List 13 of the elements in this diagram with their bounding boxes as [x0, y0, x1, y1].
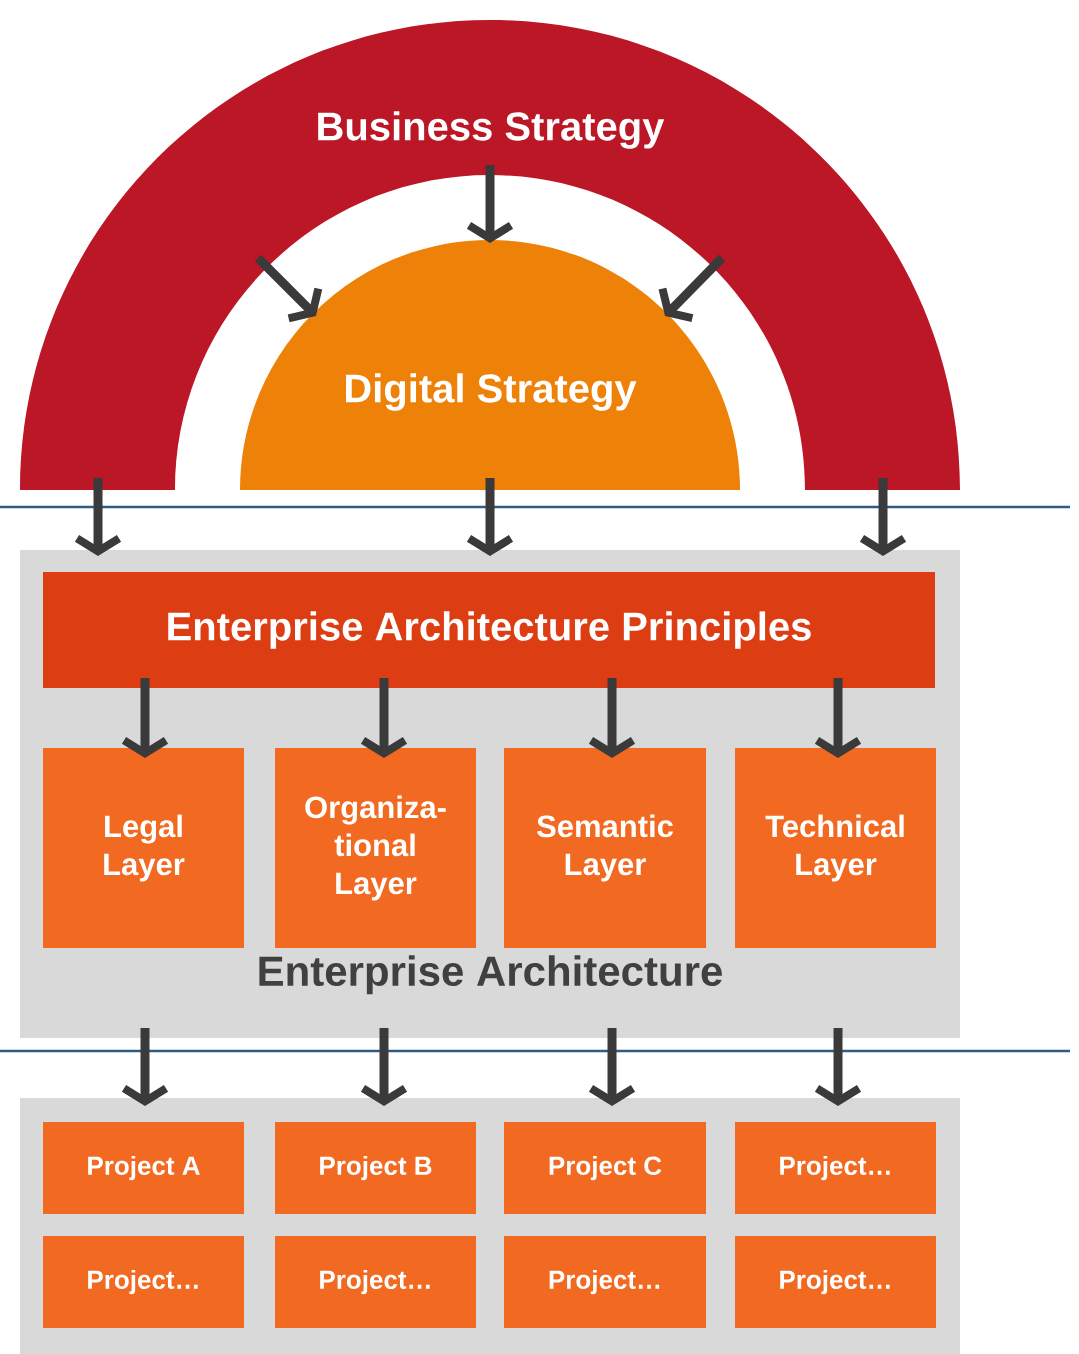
layer-box: Legal Layer — [43, 748, 244, 948]
layer-box: Technical Layer — [735, 748, 936, 948]
layer-box: Semantic Layer — [504, 748, 706, 948]
principles-bar: Enterprise Architecture Principles — [43, 572, 935, 688]
project-box: Project… — [43, 1236, 244, 1328]
project-box: Project C — [504, 1122, 706, 1214]
project-box: Project… — [275, 1236, 476, 1328]
project-box: Project A — [43, 1122, 244, 1214]
layer-box: Organiza- tional Layer — [275, 748, 476, 948]
project-box: Project… — [504, 1236, 706, 1328]
project-box: Project B — [275, 1122, 476, 1214]
project-box: Project… — [735, 1236, 936, 1328]
project-box: Project… — [735, 1122, 936, 1214]
